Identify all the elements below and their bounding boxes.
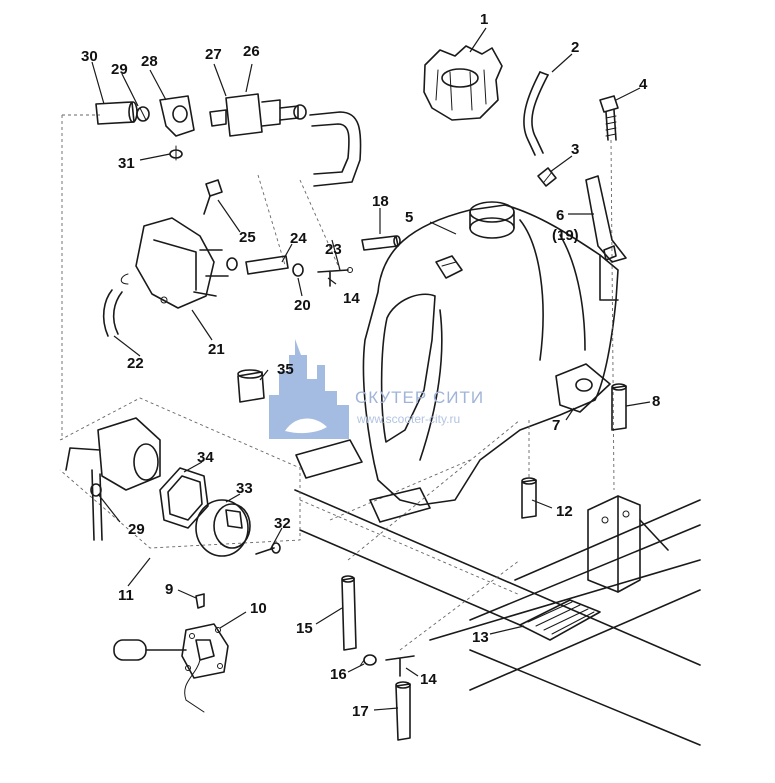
bushing-17 bbox=[395, 681, 411, 741]
tee-fitting-14b bbox=[385, 655, 415, 677]
callout-23: 23 bbox=[325, 241, 342, 258]
bolt-4 bbox=[599, 95, 619, 491]
frame-bracket bbox=[587, 495, 669, 593]
watermark-name: СКУТЕР СИТИ bbox=[355, 388, 485, 407]
callout-6: 6 bbox=[556, 207, 565, 224]
hose-30 bbox=[95, 101, 138, 125]
tee-fitting-14a bbox=[317, 267, 353, 287]
fuel-level-sensor-10 bbox=[113, 623, 229, 713]
callout-15: 15 bbox=[296, 620, 313, 637]
callout-27: 27 bbox=[205, 46, 222, 63]
callout-18: 18 bbox=[372, 193, 389, 210]
sender-unit-group-11 bbox=[59, 397, 301, 549]
hose-clip-28 bbox=[159, 95, 195, 137]
fuel-filter bbox=[209, 93, 307, 137]
watermark-logo-icon bbox=[269, 339, 349, 439]
screw-31 bbox=[169, 145, 183, 161]
hatched-strip-13 bbox=[519, 599, 601, 641]
callout-5: 5 bbox=[405, 209, 414, 226]
callout-9: 9 bbox=[165, 581, 174, 598]
screw-9 bbox=[195, 593, 205, 609]
callout-11: 11 bbox=[118, 587, 134, 604]
callout-35: 35 bbox=[277, 361, 294, 378]
callout-31: 31 bbox=[118, 155, 135, 172]
callout-30: 30 bbox=[81, 48, 98, 65]
callout-25: 25 bbox=[239, 229, 256, 246]
callout-1: 1 bbox=[480, 11, 489, 28]
hose-routing bbox=[61, 114, 521, 651]
fuel-cap-1 bbox=[423, 45, 503, 121]
callout-2: 2 bbox=[571, 39, 580, 56]
pump-motor bbox=[65, 417, 161, 541]
callout-4: 4 bbox=[639, 76, 648, 93]
callout-12: 12 bbox=[556, 503, 573, 520]
callout-8: 8 bbox=[652, 393, 661, 410]
fuel-line-23 bbox=[309, 111, 362, 187]
screw-32 bbox=[255, 542, 281, 555]
clip-3 bbox=[537, 167, 557, 187]
clamp-25 bbox=[226, 257, 238, 271]
callout-6-alt: (19) bbox=[552, 227, 579, 244]
bracket-6 bbox=[585, 175, 627, 263]
mounting-plate-7 bbox=[555, 363, 611, 413]
frame-rails bbox=[294, 459, 701, 746]
callout-14a: 14 bbox=[343, 290, 360, 307]
callout-32: 32 bbox=[274, 515, 291, 532]
leader-lines bbox=[91, 27, 651, 711]
watermark-url: www.scooter-city.ru bbox=[357, 412, 461, 426]
callout-29b: 29 bbox=[128, 521, 145, 538]
callout-10: 10 bbox=[250, 600, 267, 617]
callout-26: 26 bbox=[243, 43, 260, 60]
hose-24 bbox=[245, 255, 289, 275]
callout-13: 13 bbox=[472, 629, 489, 646]
callout-34: 34 bbox=[197, 449, 214, 466]
hose-18 bbox=[361, 235, 401, 251]
bushing-15 bbox=[341, 575, 357, 651]
fuel-tank bbox=[295, 201, 619, 523]
sleeve-8 bbox=[611, 383, 627, 431]
callout-22: 22 bbox=[127, 355, 144, 372]
callout-7: 7 bbox=[552, 417, 561, 434]
cover-plate-33 bbox=[195, 499, 251, 557]
fuel-pump-21 bbox=[120, 179, 229, 309]
callout-33: 33 bbox=[236, 480, 253, 497]
callout-29a: 29 bbox=[111, 61, 128, 78]
callout-24: 24 bbox=[290, 230, 307, 247]
gasket-34 bbox=[159, 467, 209, 529]
callout-21: 21 bbox=[208, 341, 225, 358]
callout-16: 16 bbox=[330, 666, 347, 683]
callout-20: 20 bbox=[294, 297, 311, 314]
callout-17: 17 bbox=[352, 703, 369, 720]
breather-hose-2 bbox=[523, 71, 549, 156]
hose-22 bbox=[102, 289, 123, 337]
clamp-29a bbox=[136, 106, 150, 122]
callout-14b: 14 bbox=[420, 671, 437, 688]
callout-28: 28 bbox=[141, 53, 158, 70]
clamp-20 bbox=[292, 263, 304, 277]
callout-3: 3 bbox=[571, 141, 580, 158]
rubber-mount-35 bbox=[237, 369, 265, 403]
bushing-12 bbox=[521, 420, 537, 519]
